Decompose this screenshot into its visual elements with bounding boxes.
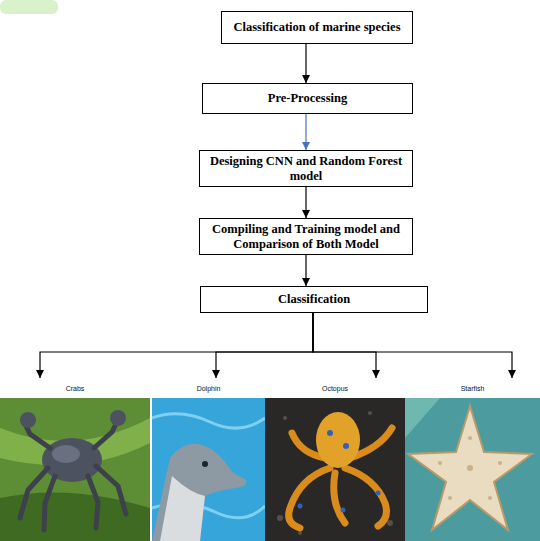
box-label: Classification of marine species — [234, 20, 401, 34]
flow-arrow — [313, 313, 512, 378]
process-box: Pre-Processing — [202, 83, 413, 114]
box-label: Compiling and Training model and Compari… — [206, 222, 406, 251]
species-photo: Octopus — [265, 378, 405, 541]
flow-arrow — [305, 114, 306, 150]
flow-arrow — [305, 255, 306, 286]
flow-arrow — [305, 187, 306, 218]
process-box: Classification of marine species — [221, 11, 413, 44]
species-photos — [0, 398, 540, 541]
process-box: Designing CNN and Random Forest model — [199, 150, 413, 187]
box-label: Pre-Processing — [268, 91, 347, 105]
species-photo: Dolphin — [152, 378, 265, 541]
species-label: Dolphin — [152, 378, 265, 393]
species-label: Octopus — [265, 378, 405, 393]
process-box: Compiling and Training model and Compari… — [199, 218, 413, 255]
process-box: Classification — [200, 286, 428, 313]
corner-blob — [0, 0, 58, 14]
box-label: Classification — [278, 292, 350, 306]
flow-arrow — [216, 313, 313, 378]
species-photo: Crabs — [0, 378, 150, 541]
flow-arrow — [313, 313, 376, 378]
box-label: Designing CNN and Random Forest model — [206, 154, 406, 183]
species-label: Crabs — [0, 378, 150, 393]
species-label: Starfish — [405, 378, 540, 393]
flow-arrow — [305, 44, 306, 83]
species-photo: Starfish — [405, 378, 540, 541]
flow-arrow — [40, 313, 313, 378]
